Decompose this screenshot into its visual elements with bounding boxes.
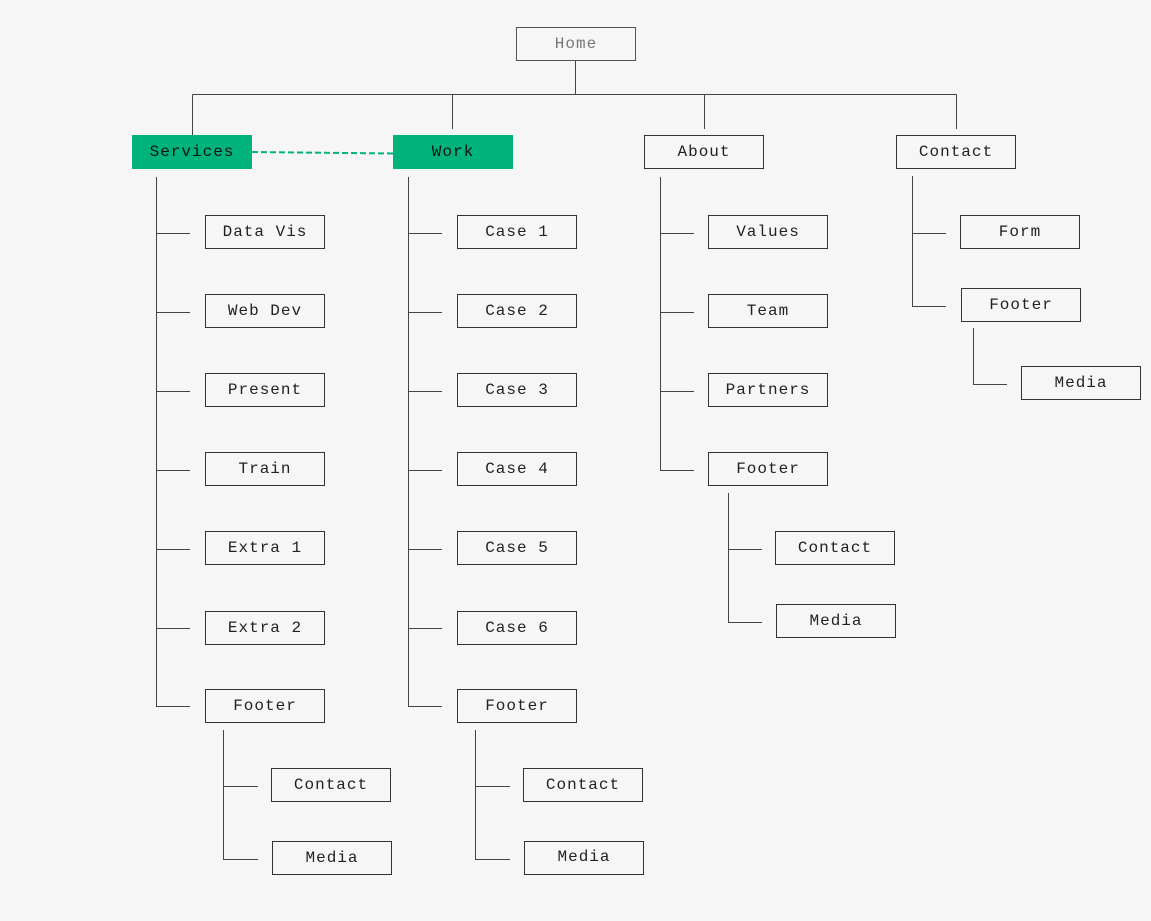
node-work-case-3[interactable]: Case 3 (457, 373, 577, 407)
node-work-case-2[interactable]: Case 2 (457, 294, 577, 328)
node-about-partners[interactable]: Partners (708, 373, 828, 407)
node-about-values[interactable]: Values (708, 215, 828, 249)
node-work-footer-contact[interactable]: Contact (523, 768, 643, 802)
node-services-extra-1[interactable]: Extra 1 (205, 531, 325, 565)
node-services[interactable]: Services (132, 135, 252, 169)
node-services-footer-media[interactable]: Media (272, 841, 392, 875)
node-work-footer-media[interactable]: Media (524, 841, 644, 875)
node-about-footer-contact[interactable]: Contact (775, 531, 895, 565)
node-work-case-5[interactable]: Case 5 (457, 531, 577, 565)
node-about-team[interactable]: Team (708, 294, 828, 328)
node-work-footer[interactable]: Footer (457, 689, 577, 723)
node-work[interactable]: Work (393, 135, 513, 169)
node-home[interactable]: Home (516, 27, 636, 61)
node-contact[interactable]: Contact (896, 135, 1016, 169)
node-services-web-dev[interactable]: Web Dev (205, 294, 325, 328)
node-work-case-4[interactable]: Case 4 (457, 452, 577, 486)
node-work-case-1[interactable]: Case 1 (457, 215, 577, 249)
node-about-footer[interactable]: Footer (708, 452, 828, 486)
node-services-extra-2[interactable]: Extra 2 (205, 611, 325, 645)
node-about-footer-media[interactable]: Media (776, 604, 896, 638)
node-contact-footer[interactable]: Footer (961, 288, 1081, 322)
node-contact-form[interactable]: Form (960, 215, 1080, 249)
node-contact-footer-media[interactable]: Media (1021, 366, 1141, 400)
node-work-case-6[interactable]: Case 6 (457, 611, 577, 645)
node-services-present[interactable]: Present (205, 373, 325, 407)
node-services-data-vis[interactable]: Data Vis (205, 215, 325, 249)
node-about[interactable]: About (644, 135, 764, 169)
node-services-footer[interactable]: Footer (205, 689, 325, 723)
node-services-train[interactable]: Train (205, 452, 325, 486)
node-services-footer-contact[interactable]: Contact (271, 768, 391, 802)
